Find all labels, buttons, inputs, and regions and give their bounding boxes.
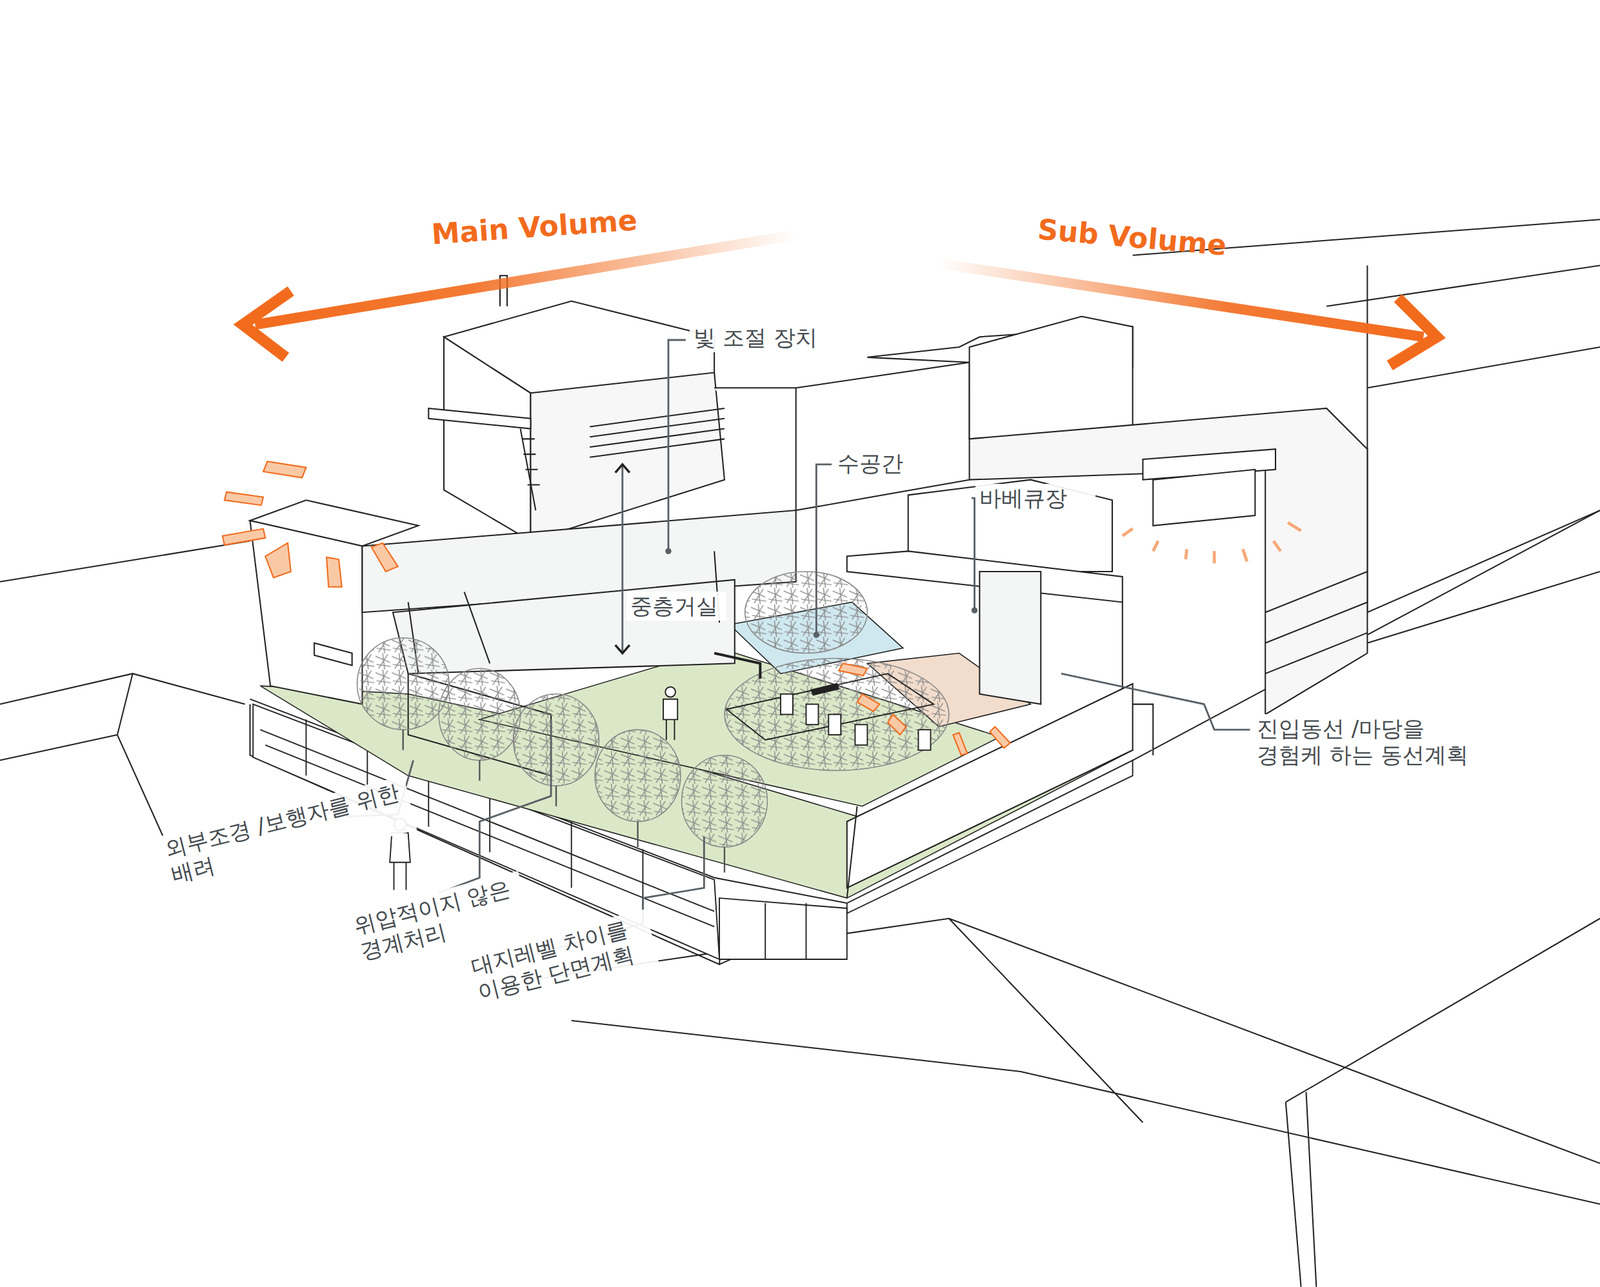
light-rays-soft — [1122, 522, 1302, 564]
light-rays — [838, 663, 868, 676]
barbecue-table — [918, 729, 931, 751]
barbecue-table — [854, 724, 868, 746]
trees — [513, 694, 600, 786]
barbecue-table — [805, 704, 819, 726]
main-volume-mass — [520, 429, 540, 511]
sub-volume-mass — [1265, 571, 1368, 674]
barbecue-table — [726, 673, 934, 751]
main-volume-mass — [714, 362, 970, 511]
main-volume-mass — [530, 372, 725, 542]
volume-label: Main Volume — [426, 201, 642, 254]
main-volume-mass — [392, 580, 735, 675]
light-rays — [887, 714, 906, 735]
ground-lines — [530, 918, 1600, 1205]
sub-volume-mass — [1152, 469, 1255, 526]
leader-lines — [1061, 673, 1251, 730]
light-rays — [326, 557, 342, 588]
trees — [357, 571, 950, 848]
leader-dots — [813, 631, 820, 638]
trees — [745, 571, 868, 654]
light-rays-soft — [1122, 522, 1302, 564]
tree-trunks — [403, 729, 725, 873]
leader-lines — [714, 653, 760, 680]
light-rays — [224, 492, 264, 506]
light-rays — [371, 543, 399, 572]
leader-lines — [438, 719, 551, 893]
main-volume-mass — [250, 520, 363, 705]
light-rays — [222, 529, 266, 546]
people — [389, 687, 678, 891]
volume-arrows — [242, 290, 291, 358]
main-volume-mass — [428, 408, 531, 430]
volume-arrows — [254, 234, 796, 325]
trees — [724, 658, 950, 771]
leader-lines — [347, 340, 1251, 955]
leader-dots — [665, 548, 671, 555]
trees — [357, 638, 450, 730]
leader-dots — [971, 607, 978, 613]
barbecue-table — [810, 683, 839, 695]
ground-lines — [0, 219, 1600, 1287]
people — [663, 699, 678, 740]
barbecue-table — [780, 694, 793, 715]
leader-lines — [668, 340, 686, 551]
ground-lines — [0, 541, 251, 838]
leader-lines — [816, 464, 832, 635]
leader-lines — [621, 464, 624, 654]
light-rays — [265, 543, 291, 579]
main-volume-mass — [589, 408, 725, 458]
tree-trunks — [403, 729, 725, 873]
callout-label: 외부조경 /보행자를 위한 배려 — [158, 775, 417, 891]
people — [389, 832, 411, 891]
sub-volume-mass — [979, 571, 1041, 705]
plinth — [719, 898, 848, 960]
sub-volume-mass — [969, 316, 1133, 440]
callout-label: 빛 조절 장치 — [689, 323, 851, 353]
main-volume-mass — [314, 643, 353, 666]
people — [665, 687, 676, 698]
light-rays — [989, 726, 1011, 748]
light-rays — [263, 461, 306, 478]
callout-label: 바베큐장 — [975, 483, 1096, 513]
callout-label: 수공간 — [833, 449, 933, 479]
trees — [681, 755, 768, 848]
leader-lines — [615, 464, 630, 654]
volume-arrows — [1389, 298, 1437, 366]
boundary-walls — [847, 806, 858, 899]
leader-lines — [971, 498, 975, 611]
barbecue-table — [726, 673, 934, 740]
light-rays — [857, 694, 880, 712]
volume-label: Sub Volume — [1032, 210, 1233, 265]
volume-arrows — [242, 234, 1437, 366]
trees — [594, 729, 681, 822]
barbecue-table — [828, 714, 841, 735]
callout-label: 진입동선 /마당을 경험케 하는 동선계획 — [1252, 714, 1480, 771]
trees — [438, 668, 521, 760]
light-rays — [222, 461, 1011, 756]
light-rays — [952, 732, 968, 756]
callout-label: 중층거실 — [626, 591, 726, 621]
main-volume-mass — [250, 275, 970, 704]
volume-arrows — [938, 263, 1424, 337]
